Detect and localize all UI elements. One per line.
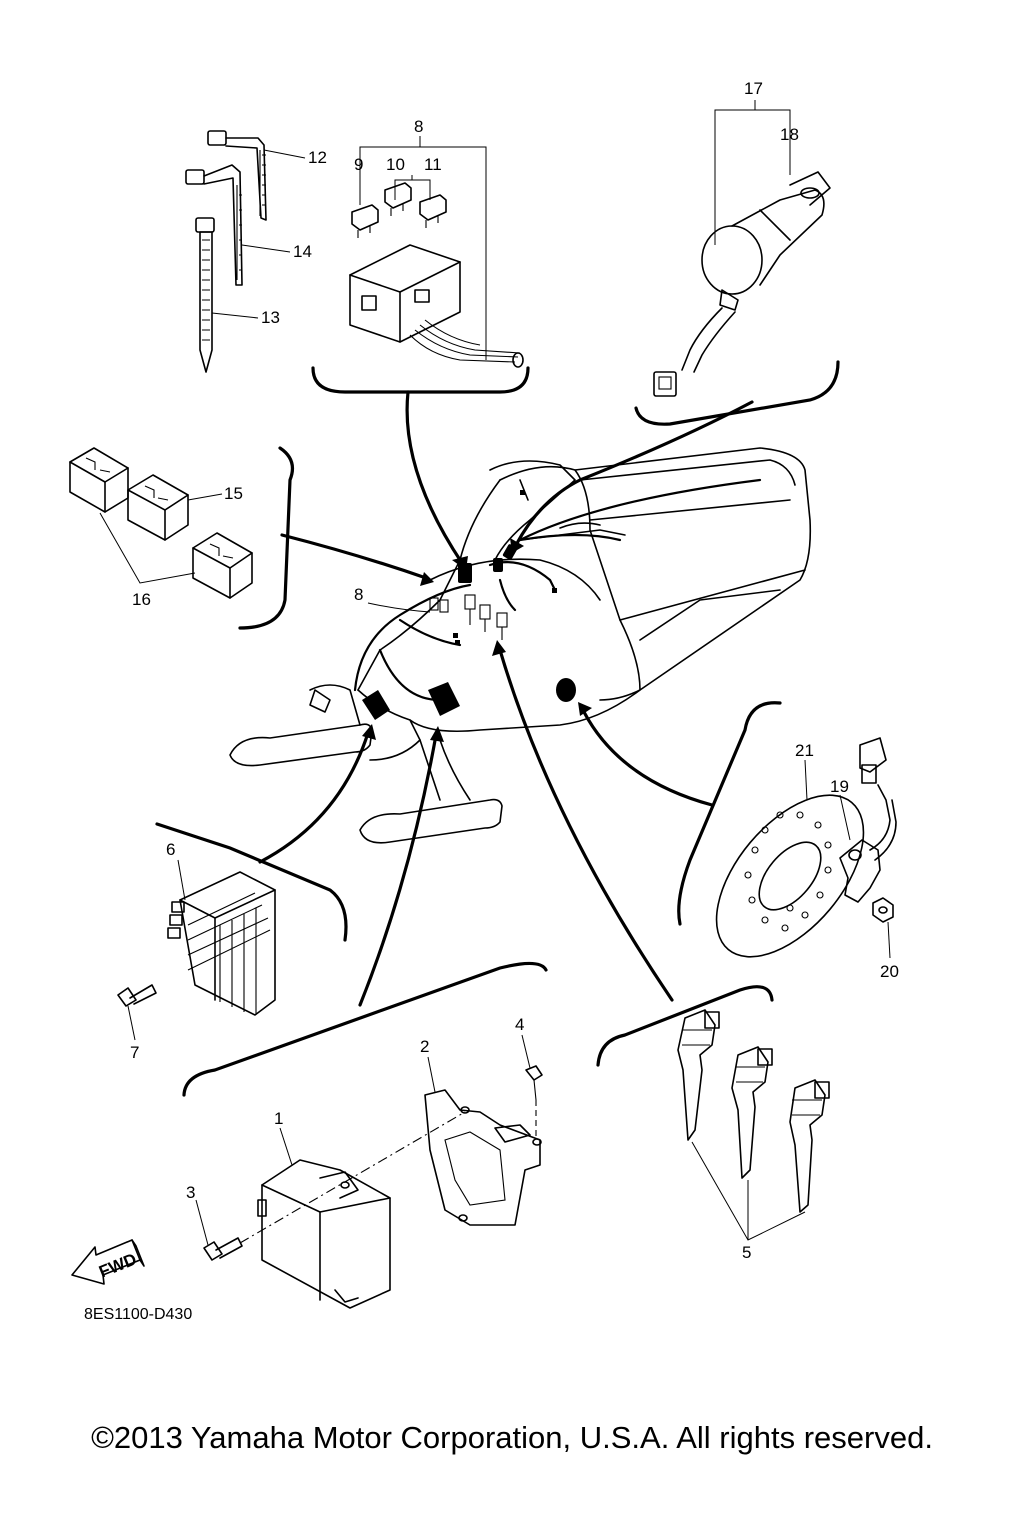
fuse-11	[419, 194, 447, 228]
fwd-label: FWD	[96, 1249, 139, 1281]
callout-8-frame: 8	[354, 585, 363, 604]
pulser-plate-21	[715, 794, 865, 958]
bracket-2	[424, 1089, 542, 1226]
callout-17: 17	[744, 79, 763, 98]
cable-tie-14	[185, 164, 243, 286]
callout-3: 3	[186, 1183, 195, 1202]
fuse-10	[384, 182, 412, 216]
callout-19: 19	[830, 777, 849, 796]
copyright-notice: ©2013 Yamaha Motor Corporation, U.S.A. A…	[91, 1420, 933, 1455]
group-brackets	[155, 360, 840, 1097]
callout-13: 13	[261, 308, 280, 327]
callout-16: 16	[132, 590, 151, 609]
bolt-4	[521, 1034, 543, 1140]
callout-9: 9	[354, 155, 363, 174]
pickup-coil-19	[839, 737, 897, 903]
rectifier-regulator	[117, 859, 276, 1041]
pointer-arrows	[258, 390, 754, 1007]
ignition-coil-a	[677, 1009, 720, 1141]
cdi-unit-1	[257, 1159, 391, 1309]
callout-6: 6	[166, 840, 175, 859]
callout-15: 15	[224, 484, 243, 503]
callout-20: 20	[880, 962, 899, 981]
cable-tie-13	[195, 217, 215, 373]
callout-4: 4	[515, 1015, 524, 1034]
callout-labels: 1 2 3 4 5 6 7 8 8 9 10 11 12 13 14 15 16…	[130, 79, 899, 1262]
fuse-9	[351, 204, 379, 238]
callout-14: 14	[293, 242, 312, 261]
ignition-coil-b	[731, 1046, 773, 1179]
relay-lower	[192, 532, 253, 599]
fuse-box-assembly	[349, 136, 524, 368]
callout-7: 7	[130, 1043, 139, 1062]
callout-10: 10	[386, 155, 405, 174]
cable-tie-12	[207, 130, 267, 221]
callout-18: 18	[780, 125, 799, 144]
pickup-assembly	[715, 737, 897, 959]
callout-21: 21	[795, 741, 814, 760]
fwd-direction-arrow: FWD	[71, 1239, 145, 1285]
relay-group	[69, 447, 253, 599]
main-switch-assembly	[653, 100, 831, 397]
bolt-7	[117, 984, 157, 1007]
relay-15	[127, 474, 189, 541]
callout-1: 1	[274, 1109, 283, 1128]
callout-2: 2	[420, 1037, 429, 1056]
nut-20	[872, 897, 894, 959]
ignition-coil-c	[789, 1079, 830, 1213]
cable-tie-group	[185, 130, 306, 373]
cdi-unit-assembly	[195, 1034, 543, 1309]
bolt-3	[195, 1199, 243, 1261]
relay-upper	[69, 447, 129, 513]
callout-12: 12	[308, 148, 327, 167]
callout-5: 5	[742, 1243, 751, 1262]
callout-8-top: 8	[414, 117, 423, 136]
diagram-code: 8ES1100-D430	[84, 1306, 193, 1323]
ignition-coil-group	[677, 1009, 830, 1241]
callout-11: 11	[424, 155, 442, 174]
